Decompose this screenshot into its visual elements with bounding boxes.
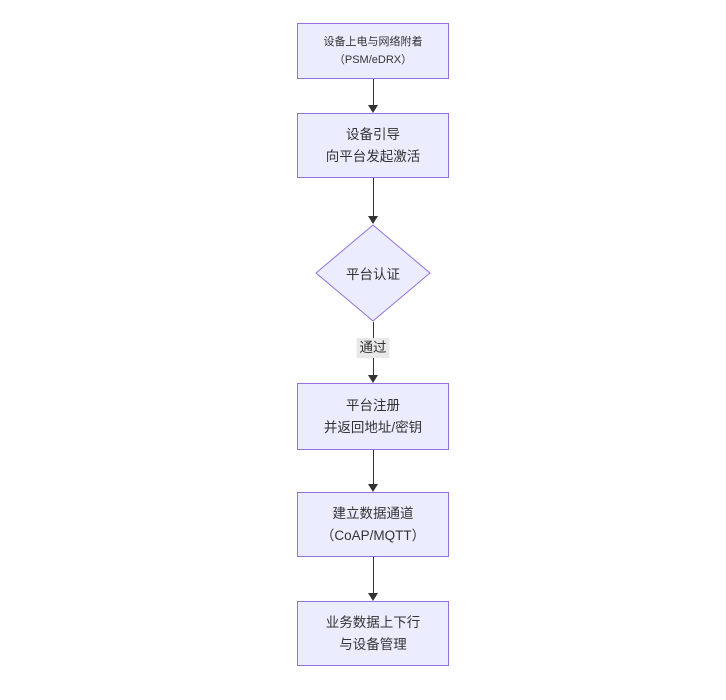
node-bootstrap-activate: 设备引导 向平台发起激活 xyxy=(297,113,449,178)
node-power-attach-line1: 设备上电与网络附着 xyxy=(323,36,423,48)
arrowhead-icon xyxy=(368,484,378,492)
diamond-shape-icon xyxy=(315,224,431,322)
arrowhead-icon xyxy=(368,593,378,601)
arrow-shaft xyxy=(372,557,374,594)
node-data-channel-line1: 建立数据通道 xyxy=(332,505,414,521)
flow-arrow-4 xyxy=(367,450,379,492)
arrowhead-icon xyxy=(368,105,378,113)
node-data-channel-line2: （CoAP/MQTT） xyxy=(320,527,426,543)
flow-arrow-5 xyxy=(367,557,379,601)
node-bootstrap-activate-line1: 设备引导 xyxy=(346,126,400,142)
arrow-shaft xyxy=(372,450,374,485)
node-business-data-line1: 业务数据上下行 xyxy=(325,614,421,630)
arrowhead-icon xyxy=(368,375,378,383)
arrow-shaft xyxy=(372,178,374,217)
decision-platform-auth-label: 平台认证 xyxy=(346,267,400,282)
arrowhead-icon xyxy=(368,216,378,224)
node-platform-register-line1: 平台注册 xyxy=(346,397,400,413)
node-data-channel: 建立数据通道 （CoAP/MQTT） xyxy=(297,492,449,557)
edge-label-pass: 通过 xyxy=(356,338,390,358)
node-platform-register-line2: 并返回地址/密钥 xyxy=(323,419,423,435)
node-power-attach: 设备上电与网络附着 （PSM/eDRX） xyxy=(297,23,449,79)
flow-arrow-2 xyxy=(367,178,379,224)
flow-arrow-1 xyxy=(367,79,379,113)
arrow-shaft xyxy=(372,79,374,106)
node-business-data-line2: 与设备管理 xyxy=(339,636,407,652)
node-power-attach-line2: （PSM/eDRX） xyxy=(333,54,413,66)
node-business-data: 业务数据上下行 与设备管理 xyxy=(297,601,449,666)
node-bootstrap-activate-line2: 向平台发起激活 xyxy=(325,148,421,164)
node-platform-register: 平台注册 并返回地址/密钥 xyxy=(297,383,449,450)
decision-platform-auth: 平台认证 xyxy=(315,224,431,322)
